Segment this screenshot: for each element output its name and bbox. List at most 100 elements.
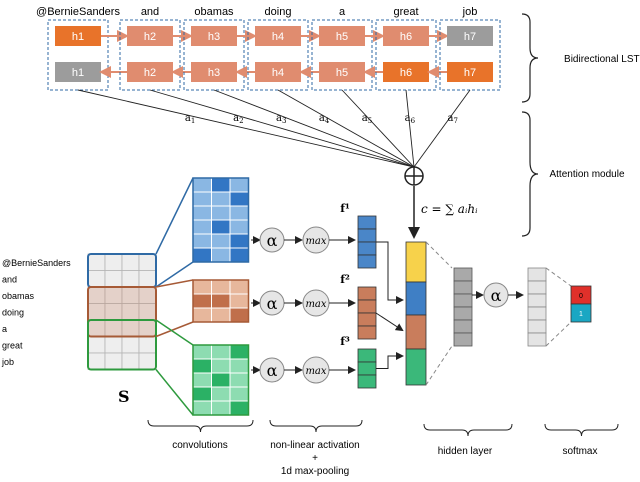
- output-cell: [527, 319, 547, 334]
- feature-cell: [357, 312, 377, 327]
- output-cell: [527, 280, 547, 295]
- blue-filter-cell: [229, 233, 249, 249]
- feature-cell: [357, 228, 377, 243]
- funnel-line: [425, 345, 453, 386]
- lstm-forward-label: h6: [400, 31, 412, 43]
- lstm-backward-cell: [383, 62, 429, 82]
- input-matrix: [87, 253, 157, 371]
- green-filter-cell: [192, 344, 212, 360]
- brown-filter-cell: [229, 307, 249, 323]
- input-cell: [121, 270, 140, 288]
- lstm-forward-cell: [447, 26, 493, 46]
- lstm-forward-label: h7: [464, 31, 476, 43]
- hidden-cell: [453, 306, 473, 321]
- brown-filter-cell: [211, 279, 231, 295]
- lstm-forward-label: h5: [336, 31, 348, 43]
- blue-filter-cell: [192, 233, 212, 249]
- lstm-brace: [521, 13, 539, 103]
- convolutions-label: convolutions: [172, 440, 228, 451]
- hidden-cell: [453, 267, 473, 282]
- hidden-cell: [453, 332, 473, 347]
- output-cell: [527, 332, 547, 347]
- blue-filter-cell: [192, 191, 212, 207]
- input-cell: [104, 270, 123, 288]
- lstm-backward-label: h5: [336, 67, 348, 79]
- input-row-label: a: [2, 324, 7, 334]
- input-cell: [87, 253, 106, 271]
- lstm-backward-label: h6: [400, 67, 412, 79]
- maxpool-label: max: [305, 299, 326, 310]
- lstm-token: great: [393, 6, 418, 18]
- route-arrow: [375, 312, 404, 332]
- blue-filter-cell: [229, 247, 249, 263]
- lstm-forward-cell: [319, 26, 365, 46]
- activation-label-line2: +: [312, 453, 318, 464]
- blue-filter-cell: [192, 247, 212, 263]
- funnel-line: [545, 321, 572, 347]
- funnel-line: [425, 241, 453, 269]
- lstm-backward-label: h7: [464, 67, 476, 79]
- blue-filter-cell: [229, 177, 249, 193]
- lstm-forward-cell: [255, 26, 301, 46]
- green-filter-cell: [211, 358, 231, 374]
- lstm-forward-label: h4: [272, 31, 284, 43]
- green-filter-cell: [229, 344, 249, 360]
- feature-cell: [357, 325, 377, 340]
- hidden-cell: [453, 293, 473, 308]
- blue-filter-cell: [211, 219, 231, 235]
- input-cell: [104, 336, 123, 354]
- input-cell: [121, 253, 140, 271]
- brown-filter-cell: [229, 293, 249, 309]
- attention-weight-label: a5: [362, 113, 372, 125]
- feature-cell: [357, 215, 377, 230]
- brown-connector: [155, 279, 194, 288]
- green-filter-cell: [192, 400, 212, 416]
- attention-weight-label: a2: [233, 113, 243, 125]
- green-filter-cell: [229, 386, 249, 402]
- bracket: [423, 423, 513, 437]
- blue-filter-cell: [192, 219, 212, 235]
- blue-filter-cell: [229, 219, 249, 235]
- input-cell: [104, 352, 123, 370]
- attention-line: [213, 89, 415, 168]
- attention-weight-label: a1: [185, 113, 195, 125]
- blue-filter-border: [192, 177, 250, 263]
- lstm-backward-cell: [447, 62, 493, 82]
- lstm-backward-cell: [319, 62, 365, 82]
- lstm-backward-cell: [191, 62, 237, 82]
- feature-cell: [357, 299, 377, 314]
- route-arrow: [376, 352, 404, 369]
- input-cell: [138, 352, 157, 370]
- green-filter-border: [192, 344, 250, 416]
- green-filter-cell: [211, 372, 231, 388]
- bracket: [544, 423, 619, 437]
- output-cell: [527, 293, 547, 308]
- attention-section-label: Attention module: [549, 169, 624, 180]
- lstm-token: a: [339, 6, 346, 18]
- attention-weight-label: a7: [448, 113, 458, 125]
- hidden-activation-symbol: α: [491, 286, 502, 305]
- input-row-label: doing: [2, 308, 24, 318]
- concatenated-vector: [405, 241, 453, 386]
- feature-cell: [357, 241, 377, 256]
- input-cell: [138, 253, 157, 271]
- softmax-value: 1: [579, 311, 583, 318]
- blue-filter-cell: [229, 205, 249, 221]
- blue-filter-cell: [211, 233, 231, 249]
- input-cell: [138, 336, 157, 354]
- blue-connector: [155, 261, 194, 288]
- attention-line: [413, 89, 471, 168]
- blue-filter-cell: [211, 247, 231, 263]
- green-filter-cell: [192, 386, 212, 402]
- green-filter-cell: [211, 386, 231, 402]
- lstm-token: job: [462, 6, 478, 18]
- brown-filter-cell: [229, 279, 249, 295]
- brown-filter-cell: [192, 307, 212, 323]
- lstm-backward-label: h1: [72, 67, 84, 79]
- lstm-backward-cell: [55, 62, 101, 82]
- input-cell: [87, 336, 106, 354]
